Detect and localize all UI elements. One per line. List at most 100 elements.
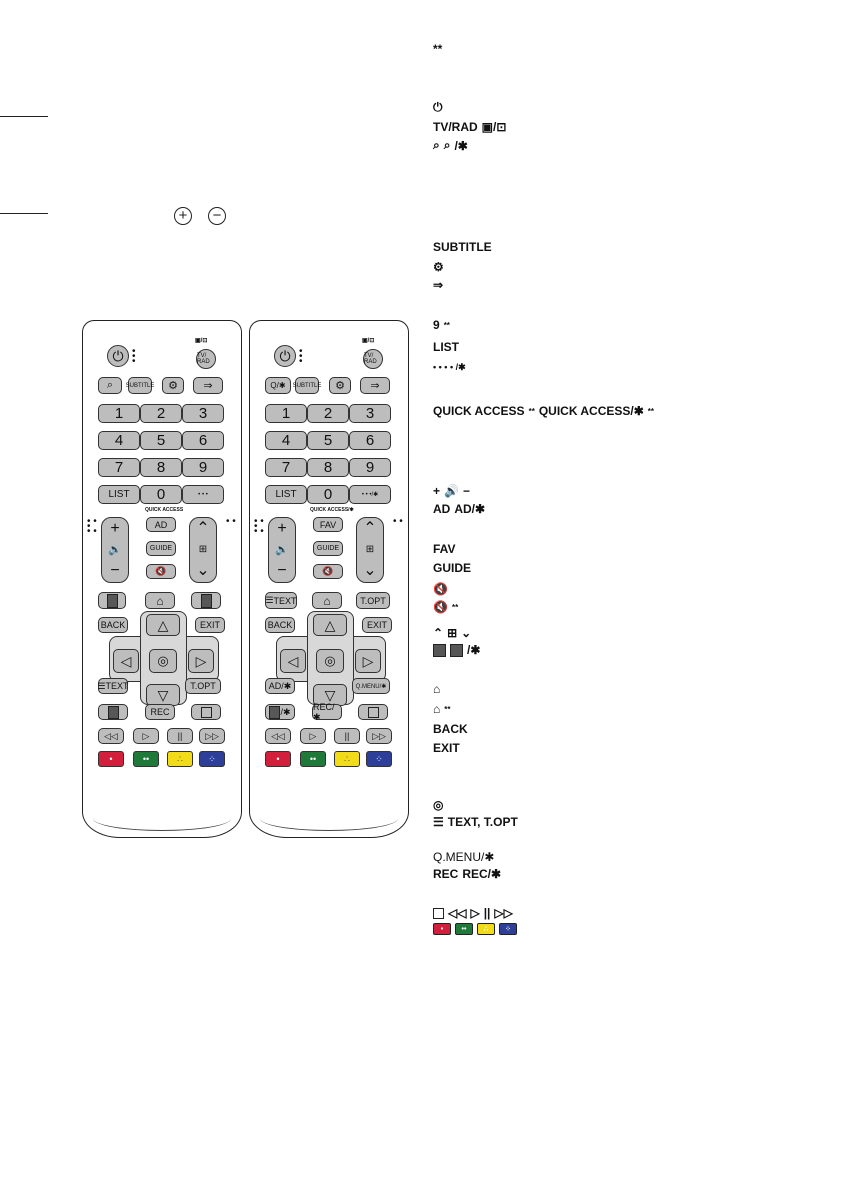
number-6-button[interactable]: 6 — [349, 431, 391, 450]
guide-button[interactable]: GUIDE — [313, 541, 343, 556]
number-8-button[interactable]: 8 — [307, 458, 349, 477]
left-button[interactable]: ◁ — [113, 649, 139, 673]
yellow-button[interactable]: ∴ — [167, 751, 193, 767]
topt-button[interactable]: T.OPT — [356, 592, 390, 609]
dark-square-icon — [433, 643, 446, 657]
back-button[interactable]: BACK — [98, 617, 128, 633]
tv-radio-icon: ▣/⊡ — [481, 120, 507, 134]
subtitle-button[interactable]: SUBTITLE — [293, 377, 321, 394]
list-button[interactable]: LIST — [265, 485, 307, 504]
green-button[interactable]: •• — [133, 751, 159, 767]
yellow-button[interactable]: ∴ — [334, 751, 360, 767]
pause-button[interactable]: || — [334, 728, 360, 744]
home-button[interactable]: ⌂ — [312, 592, 342, 609]
number-9-button[interactable]: 9 — [182, 458, 224, 477]
number-1-button[interactable]: 1 — [98, 404, 140, 423]
dark-square-icon — [450, 643, 463, 657]
number-3-button[interactable]: 3 — [349, 404, 391, 423]
text-button[interactable]: ☰TEXT — [97, 678, 129, 694]
mute-button[interactable]: 🔇 — [146, 564, 176, 579]
number-2-button[interactable]: 2 — [307, 404, 349, 423]
ok-button[interactable]: ◎ — [149, 649, 177, 673]
play-button[interactable]: ▷ — [133, 728, 159, 744]
dark-square-button-left[interactable] — [98, 592, 126, 609]
number-0-button[interactable]: 0 — [307, 485, 349, 504]
stop-button[interactable] — [358, 704, 388, 720]
up-button[interactable]: △ — [313, 614, 347, 636]
number-1-button[interactable]: 1 — [265, 404, 307, 423]
right-button[interactable]: ▷ — [355, 649, 381, 673]
mute-icon: 🔇 — [433, 582, 448, 596]
number-7-button[interactable]: 7 — [98, 458, 140, 477]
home-button[interactable]: ⌂ — [145, 592, 175, 609]
number-3-button[interactable]: 3 — [182, 404, 224, 423]
topt-button[interactable]: T.OPT — [185, 678, 221, 694]
more-dots-button[interactable]: • • • — [182, 485, 224, 504]
text-icon: ☰ — [433, 815, 444, 829]
play-icon: ▷ — [470, 906, 480, 920]
search-star-button[interactable]: Q/✱ — [265, 377, 291, 394]
text-button[interactable]: ☰TEXT — [265, 592, 297, 609]
qmenu-button[interactable]: Q.MENU/✱ — [352, 678, 390, 694]
tv-rad-button[interactable]: TV/ RAD — [196, 349, 216, 369]
blue-button[interactable]: ⁘ — [366, 751, 392, 767]
volume-rocker[interactable]: +🔊− — [268, 517, 296, 583]
channel-rocker[interactable]: ⌃⊞⌄ — [189, 517, 217, 583]
number-2-button[interactable]: 2 — [140, 404, 182, 423]
rec-star-button[interactable]: REC/✱ — [312, 702, 342, 722]
green-button[interactable]: •• — [300, 751, 326, 767]
tv-rad-button[interactable]: TV/ RAD — [363, 349, 383, 369]
rewind-button[interactable]: ◁◁ — [265, 728, 291, 744]
number-5-button[interactable]: 5 — [307, 431, 349, 450]
rec-button[interactable]: REC — [145, 704, 175, 720]
dark-square-star-button[interactable]: /✱ — [265, 704, 295, 720]
ad-star-button[interactable]: AD/✱ — [265, 678, 295, 694]
play-button[interactable]: ▷ — [300, 728, 326, 744]
guide-button[interactable]: GUIDE — [146, 541, 176, 556]
up-button[interactable]: △ — [146, 614, 180, 636]
ad-button[interactable]: AD — [146, 517, 176, 532]
subtitle-button[interactable]: SUBTITLE — [126, 377, 154, 394]
volume-rocker[interactable]: +🔊− — [101, 517, 129, 583]
dark-square-rec-left[interactable] — [98, 704, 128, 720]
input-button[interactable]: ⇒ — [360, 377, 390, 394]
stop-button[interactable] — [191, 704, 221, 720]
power-button[interactable]: ⏻ — [274, 345, 296, 367]
blue-button[interactable]: ⁘ — [199, 751, 225, 767]
red-button[interactable]: • — [98, 751, 124, 767]
exit-button[interactable]: EXIT — [362, 617, 392, 633]
number-5-button[interactable]: 5 — [140, 431, 182, 450]
right-button[interactable]: ▷ — [188, 649, 214, 673]
number-0-button[interactable]: 0 — [140, 485, 182, 504]
rewind-button[interactable]: ◁◁ — [98, 728, 124, 744]
exit-button[interactable]: EXIT — [195, 617, 225, 633]
number-7-button[interactable]: 7 — [265, 458, 307, 477]
left-button[interactable]: ◁ — [280, 649, 306, 673]
dark-square-button-right[interactable] — [191, 592, 221, 609]
red-button[interactable]: • — [265, 751, 291, 767]
settings-button[interactable]: ⚙ — [162, 377, 184, 394]
down-button[interactable]: ▽ — [146, 684, 180, 706]
more-dots-star-button[interactable]: • • •/✱ — [349, 485, 391, 504]
number-4-button[interactable]: 4 — [98, 431, 140, 450]
fast-forward-button[interactable]: ▷▷ — [199, 728, 225, 744]
red-key-icon: • — [433, 923, 451, 935]
mute-button[interactable]: 🔇 — [313, 564, 343, 579]
power-button[interactable]: ⏻ — [107, 345, 129, 367]
fast-forward-button[interactable]: ▷▷ — [366, 728, 392, 744]
number-6-button[interactable]: 6 — [182, 431, 224, 450]
ok-button[interactable]: ◎ — [316, 649, 344, 673]
back-button[interactable]: BACK — [265, 617, 295, 633]
volume-plus-minus-symbols: +− — [174, 202, 242, 225]
number-9-button[interactable]: 9 — [349, 458, 391, 477]
channel-rocker[interactable]: ⌃⊞⌄ — [356, 517, 384, 583]
pause-button[interactable]: || — [167, 728, 193, 744]
settings-button[interactable]: ⚙ — [329, 377, 351, 394]
list-button[interactable]: LIST — [98, 485, 140, 504]
number-4-button[interactable]: 4 — [265, 431, 307, 450]
number-8-button[interactable]: 8 — [140, 458, 182, 477]
input-button[interactable]: ⇒ — [193, 377, 223, 394]
fav-button[interactable]: FAV — [313, 517, 343, 532]
search-button[interactable]: ⌕ — [98, 377, 122, 394]
